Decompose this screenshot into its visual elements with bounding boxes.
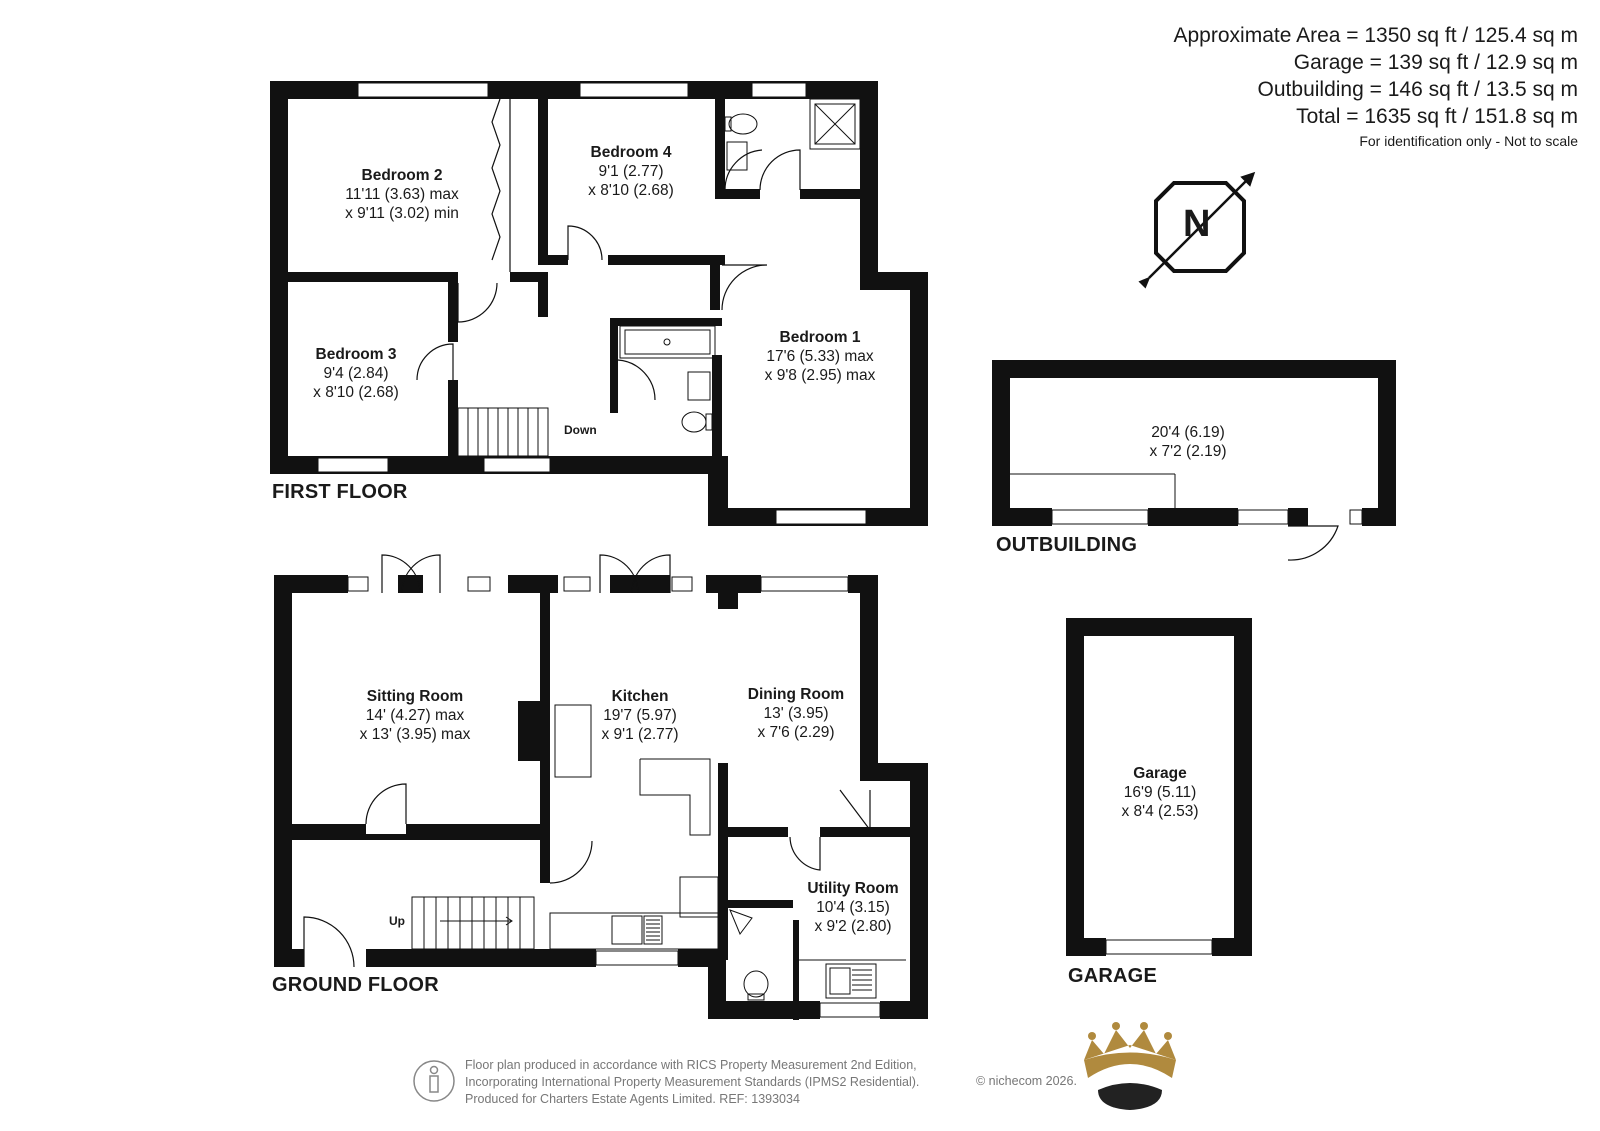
room-dimension: 17'6 (5.33) max <box>766 348 874 365</box>
room-name: Bedroom 1 <box>779 329 861 346</box>
room-dimension: 20'4 (6.19) <box>1151 424 1225 441</box>
footer-line: Produced for Charters Estate Agents Limi… <box>465 1092 800 1106</box>
room-bedroom-4: Bedroom 4 9'1 (2.77) x 8'10 (2.68) <box>588 143 674 200</box>
room-dimension: 16'9 (5.11) <box>1123 784 1197 801</box>
room-name: Bedroom 3 <box>315 346 397 363</box>
first-floor-label: FIRST FLOOR <box>272 481 408 503</box>
room-name: Sitting Room <box>366 688 464 705</box>
compass-letter: N <box>1183 203 1211 245</box>
room-name: Garage <box>1133 765 1187 782</box>
area-summary: Approximate Area = 1350 sq ft / 125.4 sq… <box>1174 22 1579 152</box>
room-garage: Garage 16'9 (5.11) x 8'4 (2.53) <box>1121 764 1198 821</box>
room-name: Bedroom 2 <box>361 167 443 184</box>
room-dimension: 10'4 (3.15) <box>816 899 890 916</box>
room-name: Utility Room <box>807 880 899 897</box>
footer-line: Floor plan produced in accordance with R… <box>465 1058 917 1072</box>
scale-note: For identification only - Not to scale <box>1359 133 1578 149</box>
room-dimension: 19'7 (5.97) <box>603 707 677 724</box>
room-kitchen: Kitchen 19'7 (5.97) x 9'1 (2.77) <box>601 687 678 744</box>
room-sitting-room: Sitting Room 14' (4.27) max x 13' (3.95)… <box>360 687 471 744</box>
room-dimension: x 8'4 (2.53) <box>1121 803 1199 820</box>
room-dimension: x 8'10 (2.68) <box>588 182 674 199</box>
garage-label: GARAGE <box>1068 965 1157 987</box>
room-dimension: x 9'2 (2.80) <box>814 918 892 935</box>
room-dimension: 11'11 (3.63) max <box>345 186 459 203</box>
room-dimension: x 7'2 (2.19) <box>1149 443 1227 460</box>
room-dimension: 14' (4.27) max <box>365 707 465 724</box>
room-dimension: x 7'6 (2.29) <box>757 724 835 741</box>
room-dimension: 9'1 (2.77) <box>598 163 664 180</box>
room-dining-room: Dining Room 13' (3.95) x 7'6 (2.29) <box>748 685 844 742</box>
room-bedroom-2: Bedroom 2 11'11 (3.63) max x 9'11 (3.02)… <box>345 166 459 223</box>
room-name: Dining Room <box>747 686 845 703</box>
room-name: Kitchen <box>611 688 669 705</box>
room-dimension: x 13' (3.95) max <box>359 726 471 743</box>
garage-area: Garage = 139 sq ft / 12.9 sq m <box>1293 51 1578 74</box>
stairs-up-label: Up <box>389 914 405 928</box>
footer-line: Incorporating International Property Mea… <box>465 1075 920 1089</box>
outbuilding-label: OUTBUILDING <box>996 534 1138 556</box>
room-dimension: 9'4 (2.84) <box>323 365 389 382</box>
room-bedroom-3: Bedroom 3 9'4 (2.84) x 8'10 (2.68) <box>313 345 399 402</box>
stairs-down-label: Down <box>564 423 597 437</box>
outbuilding-area: Outbuilding = 146 sq ft / 13.5 sq m <box>1257 78 1578 101</box>
crown-logo-icon <box>1084 1022 1176 1110</box>
room-bedroom-1: Bedroom 1 17'6 (5.33) max x 9'8 (2.95) m… <box>765 328 876 385</box>
room-dimension: 13' (3.95) <box>763 705 829 722</box>
person-icon <box>413 1060 455 1102</box>
total-area: Total = 1635 sq ft / 151.8 sq m <box>1296 105 1578 128</box>
room-dimension: x 9'8 (2.95) max <box>764 367 876 384</box>
room-name: Bedroom 4 <box>590 144 672 161</box>
room-utility-room: Utility Room 10'4 (3.15) x 9'2 (2.80) <box>807 879 898 936</box>
copyright: © nichecom 2026. <box>976 1074 1077 1088</box>
room-dimension: x 9'11 (3.02) min <box>345 205 459 222</box>
room-outbuilding: 20'4 (6.19) x 7'2 (2.19) <box>1149 423 1226 461</box>
room-dimension: x 9'1 (2.77) <box>601 726 679 743</box>
approximate-area: Approximate Area = 1350 sq ft / 125.4 sq… <box>1173 24 1579 47</box>
room-dimension: x 8'10 (2.68) <box>313 384 399 401</box>
footer-text: Floor plan produced in accordance with R… <box>465 1057 919 1108</box>
ground-floor-label: GROUND FLOOR <box>272 974 439 996</box>
